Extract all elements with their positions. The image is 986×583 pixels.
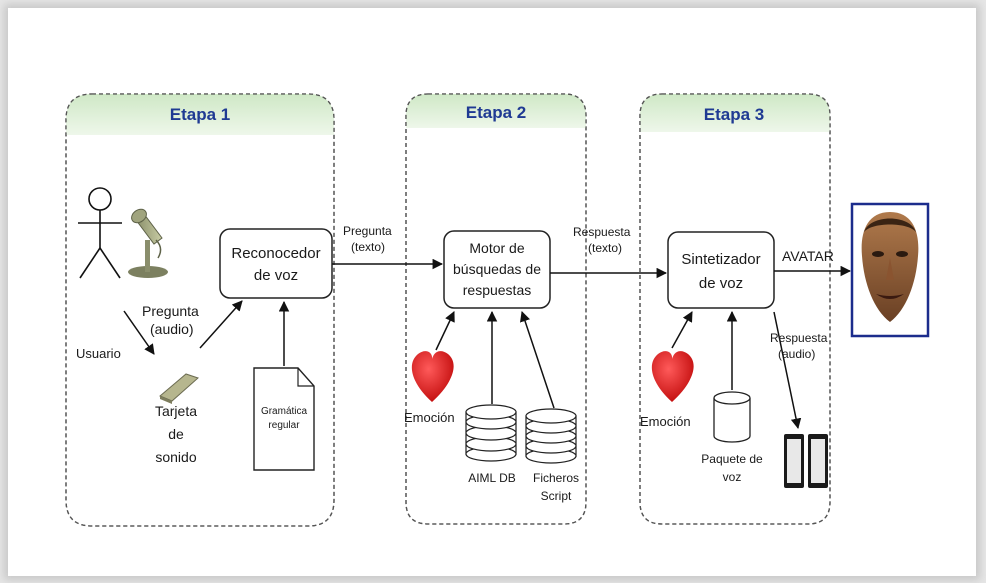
answer-audio-label-line-1: Respuesta (770, 331, 828, 345)
script-files-label-line-1: Ficheros (533, 471, 579, 485)
synth-label-line-1: Sintetizador (681, 251, 760, 268)
synthesizer-box: Sintetizador de voz (667, 231, 775, 309)
question-text-label-line-1: Pregunta (343, 224, 392, 238)
synth-label-line-2: de voz (699, 275, 743, 292)
grammar-document-icon: Gramática regular (253, 367, 315, 471)
microphone-icon (128, 208, 168, 278)
recognizer-box: Reconocedor de voz (219, 228, 333, 299)
emotion-label-stage-3: Emoción (640, 414, 691, 429)
arrow-synthesizer-to-speakers (773, 311, 802, 430)
aiml-database-icon (465, 404, 517, 462)
grammar-label-line-2: regular (268, 420, 300, 431)
arrow-soundcard-to-recognizer (199, 300, 243, 349)
avatar-face-image (850, 202, 930, 338)
answer-audio-label-line-2: (audio) (778, 347, 815, 361)
stage-3-title: Etapa 3 (704, 105, 764, 124)
stage-2-title: Etapa 2 (466, 103, 526, 122)
answer-text-label-line-2: (texto) (588, 241, 622, 255)
aiml-db-label: AIML DB (468, 471, 516, 485)
sound-card-label-line-1: Tarjeta (155, 403, 197, 419)
voice-package-cylinder-icon (713, 391, 751, 443)
question-audio-label-line-2: (audio) (150, 321, 194, 337)
engine-label-line-3: respuestas (463, 282, 531, 298)
pipeline-diagram: Etapa 1 Etapa 2 Etapa 3 Reconocedor de v… (65, 93, 930, 527)
sound-card-label-line-3: sonido (155, 449, 196, 465)
voice-package-label-line-2: voz (723, 470, 742, 484)
script-files-label-line-2: Script (541, 489, 572, 503)
user-stick-figure-icon (78, 187, 122, 279)
arrow-scripts-to-engine (520, 311, 555, 409)
sound-card-label-line-2: de (168, 426, 184, 442)
diagram-frame: Etapa 1 Etapa 2 Etapa 3 Reconocedor de v… (8, 8, 976, 576)
emotion-heart-icon (411, 351, 454, 402)
user-label: Usuario (76, 346, 121, 361)
recognizer-label-line-1: Reconocedor (231, 245, 320, 262)
arrow-emotion-to-engine (435, 311, 455, 351)
emotion-heart-icon-stage-3 (651, 351, 694, 402)
script-files-icon (525, 408, 577, 464)
recognizer-label-line-2: de voz (254, 267, 298, 284)
avatar-label: AVATAR (782, 248, 834, 264)
question-text-label-line-2: (texto) (351, 240, 385, 254)
stage-3-container: Etapa 3 (639, 93, 831, 525)
question-audio-label-line-1: Pregunta (142, 303, 199, 319)
engine-label-line-1: Motor de (469, 240, 524, 256)
engine-label-line-2: búsquedas de (453, 261, 541, 277)
stage-1-title: Etapa 1 (170, 105, 230, 124)
arrow-user-to-soundcard (123, 310, 155, 355)
emotion-label-stage-2: Emoción (404, 410, 455, 425)
answer-text-label-line-1: Respuesta (573, 225, 631, 239)
search-engine-box: Motor de búsquedas de respuestas (443, 230, 551, 309)
voice-package-label-line-1: Paquete de (701, 452, 763, 466)
sound-card-icon (159, 373, 199, 404)
grammar-label-line-1: Gramática (261, 406, 308, 417)
speakers-icon (784, 434, 828, 488)
arrow-emotion-to-synthesizer (671, 311, 693, 349)
